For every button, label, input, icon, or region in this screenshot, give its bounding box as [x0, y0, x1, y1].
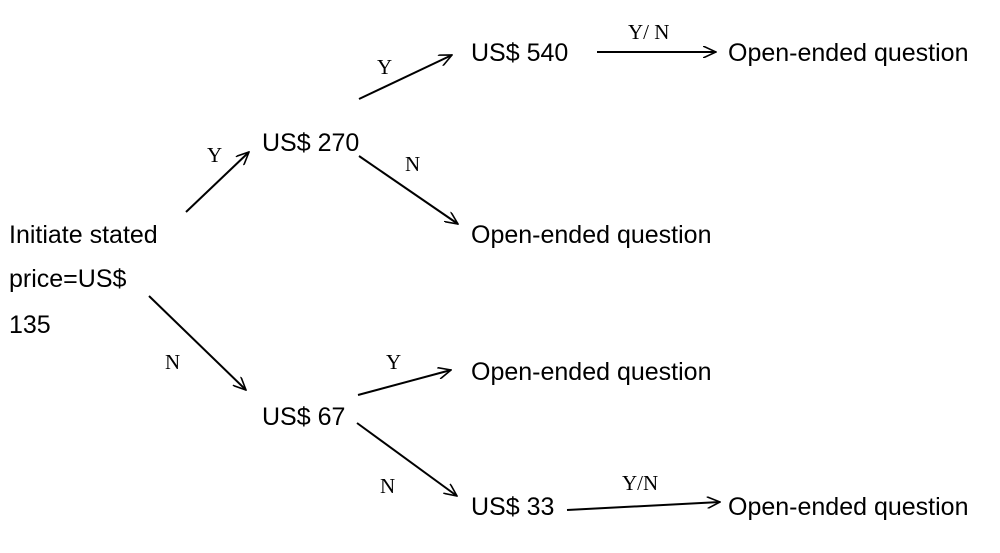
label-start-to-67: N	[165, 350, 181, 374]
node-open-after-270-no: Open-ended question	[471, 221, 712, 249]
label-33-to-open: Y/N	[622, 471, 659, 495]
label-start-to-270: Y	[207, 143, 223, 167]
arrow-67-to-open	[357, 370, 451, 396]
start-label-line3: 135	[9, 311, 51, 339]
node-us67: US$ 67	[262, 403, 346, 431]
label-270-to-540: Y	[377, 55, 393, 79]
label-270-to-open: N	[405, 152, 421, 176]
arrow-start-to-67	[148, 295, 246, 390]
arrow-start-to-270	[185, 152, 249, 213]
node-open-after-33: Open-ended question	[728, 493, 969, 521]
arrow-67-to-33	[356, 422, 457, 496]
arrow-33-to-open	[566, 502, 720, 511]
label-67-to-open: Y	[386, 350, 402, 374]
start-label-line1: Initiate stated	[9, 221, 158, 249]
node-us33: US$ 33	[471, 493, 555, 521]
arrow-270-to-open	[358, 155, 458, 224]
node-us270: US$ 270	[262, 129, 360, 157]
node-open-after-540: Open-ended question	[728, 39, 969, 67]
arrow-270-to-540	[358, 54, 452, 100]
label-540-to-open: Y/ N	[628, 20, 670, 44]
start-label-line2: price=US$	[9, 265, 127, 293]
node-us540: US$ 540	[471, 39, 569, 67]
label-67-to-33: N	[380, 474, 396, 498]
node-open-after-67-yes: Open-ended question	[471, 358, 712, 386]
